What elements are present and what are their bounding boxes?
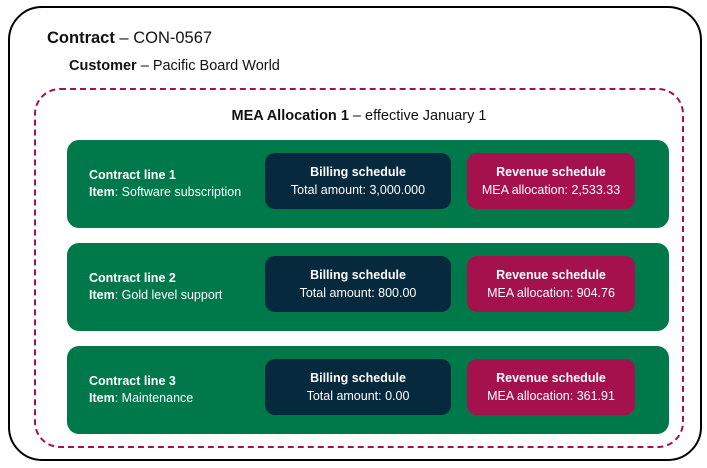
- contract-separator: –: [114, 29, 134, 47]
- billing-schedule-card: Billing schedule Total amount: 3,000.000: [265, 153, 451, 209]
- revenue-schedule-allocation-separator: :: [569, 285, 577, 300]
- mea-allocation-label: MEA Allocation 1: [231, 108, 349, 124]
- contract-line-row: Contract line 1 Item: Software subscript…: [67, 140, 669, 228]
- revenue-schedule-title: Revenue schedule: [496, 267, 606, 282]
- billing-schedule-title: Billing schedule: [310, 164, 406, 179]
- revenue-schedule-allocation: MEA allocation: 904.76: [487, 284, 615, 302]
- revenue-schedule-title: Revenue schedule: [496, 370, 606, 385]
- revenue-schedule-allocation-separator: :: [564, 182, 572, 197]
- revenue-schedule-title: Revenue schedule: [496, 164, 606, 179]
- contract-line-item: Item: Software subscription: [89, 184, 241, 201]
- contract-line-item-separator: :: [114, 391, 122, 405]
- billing-schedule-amount: Total amount: 3,000.000: [291, 181, 425, 199]
- contract-line-item-label: Item: [89, 391, 115, 405]
- billing-schedule-card: Billing schedule Total amount: 800.00: [265, 256, 451, 312]
- contract-line-item: Item: Maintenance: [89, 390, 193, 407]
- contract-value: CON-0567: [133, 29, 213, 47]
- mea-allocation-title: MEA Allocation 1 – effective January 1: [36, 109, 682, 124]
- revenue-schedule-allocation-label: MEA allocation: [481, 182, 565, 197]
- revenue-schedule-allocation: MEA allocation: 2,533.33: [482, 181, 620, 199]
- contract-line-item-value: Software subscription: [121, 185, 242, 199]
- contract-line-info: Contract line 2 Item: Gold level support: [89, 270, 222, 304]
- billing-schedule-amount-separator: :: [371, 285, 379, 300]
- contract-line-item: Item: Gold level support: [89, 287, 222, 304]
- revenue-schedule-allocation-value: 2,533.33: [571, 182, 621, 197]
- revenue-schedule-allocation-label: MEA allocation: [487, 285, 570, 300]
- contract-line-item-value: Maintenance: [121, 391, 194, 405]
- contract-line-item-separator: :: [114, 288, 122, 302]
- revenue-schedule-card: Revenue schedule MEA allocation: 904.76: [467, 256, 635, 312]
- contract-line-title: Contract line 3: [89, 374, 176, 388]
- customer-header: Customer – Pacific Board World: [69, 59, 280, 74]
- billing-schedule-title: Billing schedule: [310, 370, 406, 385]
- billing-schedule-amount: Total amount: 0.00: [307, 387, 410, 405]
- mea-allocation-container: MEA Allocation 1 – effective January 1 C…: [34, 88, 684, 448]
- contract-header: Contract – CON-0567: [47, 30, 212, 47]
- contract-line-title: Contract line 1: [89, 168, 176, 182]
- billing-schedule-amount-value: 0.00: [385, 388, 410, 403]
- contract-line-info: Contract line 1 Item: Software subscript…: [89, 167, 241, 201]
- billing-schedule-amount-separator: :: [362, 182, 370, 197]
- billing-schedule-title: Billing schedule: [310, 267, 406, 282]
- contract-line-title: Contract line 2: [89, 271, 176, 285]
- contract-line-item-separator: :: [114, 185, 122, 199]
- billing-schedule-amount: Total amount: 800.00: [300, 284, 417, 302]
- billing-schedule-amount-separator: :: [378, 388, 386, 403]
- billing-schedule-amount-label: Total amount: [306, 388, 379, 403]
- mea-allocation-separator: –: [348, 108, 366, 124]
- billing-schedule-amount-label: Total amount: [290, 182, 363, 197]
- customer-value: Pacific Board World: [152, 58, 280, 74]
- revenue-schedule-allocation-value: 904.76: [576, 285, 615, 300]
- revenue-schedule-allocation-label: MEA allocation: [487, 388, 570, 403]
- contract-line-item-label: Item: [89, 185, 115, 199]
- revenue-schedule-allocation-separator: :: [569, 388, 577, 403]
- contract-container: Contract – CON-0567 Customer – Pacific B…: [8, 6, 702, 461]
- contract-line-row: Contract line 3 Item: Maintenance Billin…: [67, 346, 669, 434]
- revenue-schedule-allocation-value: 361.91: [576, 388, 615, 403]
- billing-schedule-amount-value: 800.00: [378, 285, 417, 300]
- customer-label: Customer: [69, 58, 137, 74]
- contract-label: Contract: [47, 29, 115, 47]
- billing-schedule-amount-label: Total amount: [299, 285, 372, 300]
- mea-allocation-effective-date: effective January 1: [365, 108, 487, 124]
- revenue-schedule-card: Revenue schedule MEA allocation: 361.91: [467, 359, 635, 415]
- revenue-schedule-allocation: MEA allocation: 361.91: [487, 387, 615, 405]
- contract-line-item-label: Item: [89, 288, 115, 302]
- contract-lines-list: Contract line 1 Item: Software subscript…: [67, 140, 669, 434]
- contract-line-row: Contract line 2 Item: Gold level support…: [67, 243, 669, 331]
- contract-line-info: Contract line 3 Item: Maintenance: [89, 373, 193, 407]
- revenue-schedule-card: Revenue schedule MEA allocation: 2,533.3…: [467, 153, 635, 209]
- contract-line-item-value: Gold level support: [121, 288, 223, 302]
- billing-schedule-card: Billing schedule Total amount: 0.00: [265, 359, 451, 415]
- customer-separator: –: [136, 58, 153, 74]
- billing-schedule-amount-value: 3,000.000: [369, 182, 426, 197]
